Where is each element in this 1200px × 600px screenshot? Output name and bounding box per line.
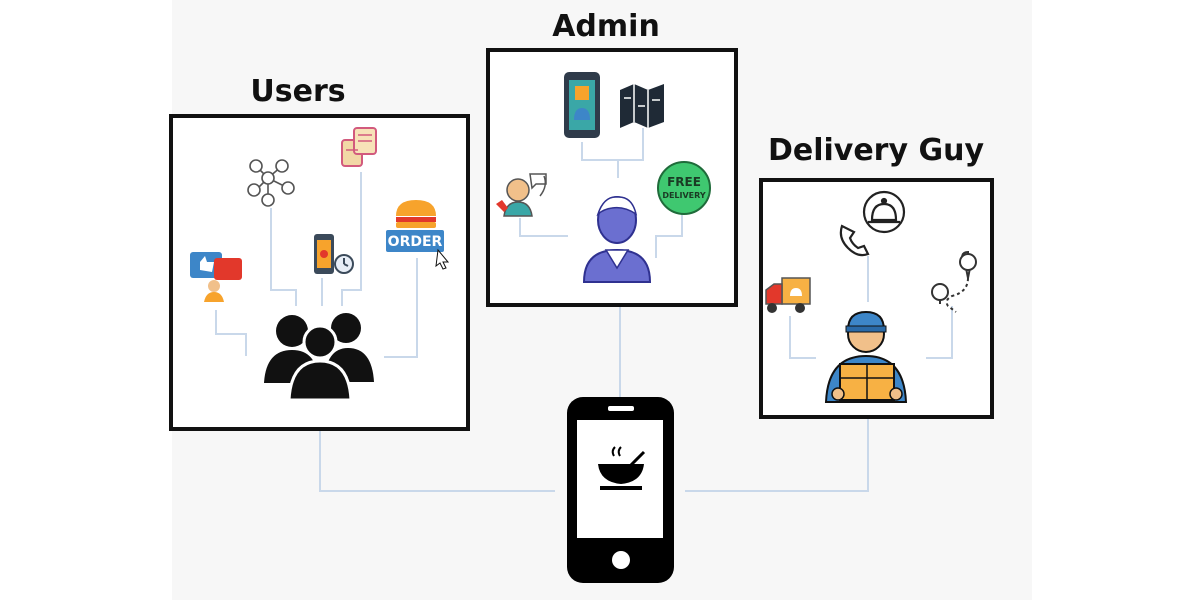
food-app-phone-icon bbox=[567, 397, 674, 583]
phone-menu-icon bbox=[564, 72, 600, 138]
admin-internal-lines bbox=[519, 128, 683, 258]
delivery-internal-lines bbox=[789, 256, 953, 359]
delivery-to-phone-connector bbox=[685, 418, 869, 492]
route-pins-icon bbox=[931, 250, 977, 313]
thumbs-up-chat-icon bbox=[190, 252, 242, 302]
receipt-scroll-icon bbox=[341, 127, 377, 167]
delivery-title: Delivery Guy bbox=[768, 133, 984, 168]
users-group: Users bbox=[169, 74, 470, 431]
delivery-group: Delivery Guy bbox=[759, 133, 994, 419]
free-delivery-badge-icon: FREE DELIVERY bbox=[657, 161, 711, 215]
delivery-truck-icon bbox=[765, 277, 811, 313]
users-to-phone-connector bbox=[319, 430, 555, 492]
connectors bbox=[319, 304, 869, 492]
people-group-icon bbox=[264, 313, 374, 402]
users-internal-lines bbox=[215, 172, 418, 358]
users-title: Users bbox=[250, 74, 345, 109]
phone-timer-icon bbox=[314, 234, 354, 274]
admin-title: Admin bbox=[552, 9, 660, 44]
bowl-icon bbox=[598, 446, 646, 490]
free-delivery-line2: DELIVERY bbox=[662, 191, 706, 200]
order-badge-text: ORDER bbox=[388, 234, 443, 250]
delivery-man-icon bbox=[824, 310, 908, 403]
customer-support-icon bbox=[496, 173, 547, 217]
free-delivery-line1: FREE bbox=[667, 175, 701, 189]
network-people-icon bbox=[247, 159, 295, 207]
admin-group: Admin bbox=[486, 9, 738, 307]
burger-order-icon: ORDER bbox=[386, 200, 450, 270]
phone-bell-icon bbox=[839, 190, 906, 257]
map-folded-icon bbox=[620, 84, 664, 128]
admin-person-icon bbox=[582, 196, 652, 283]
